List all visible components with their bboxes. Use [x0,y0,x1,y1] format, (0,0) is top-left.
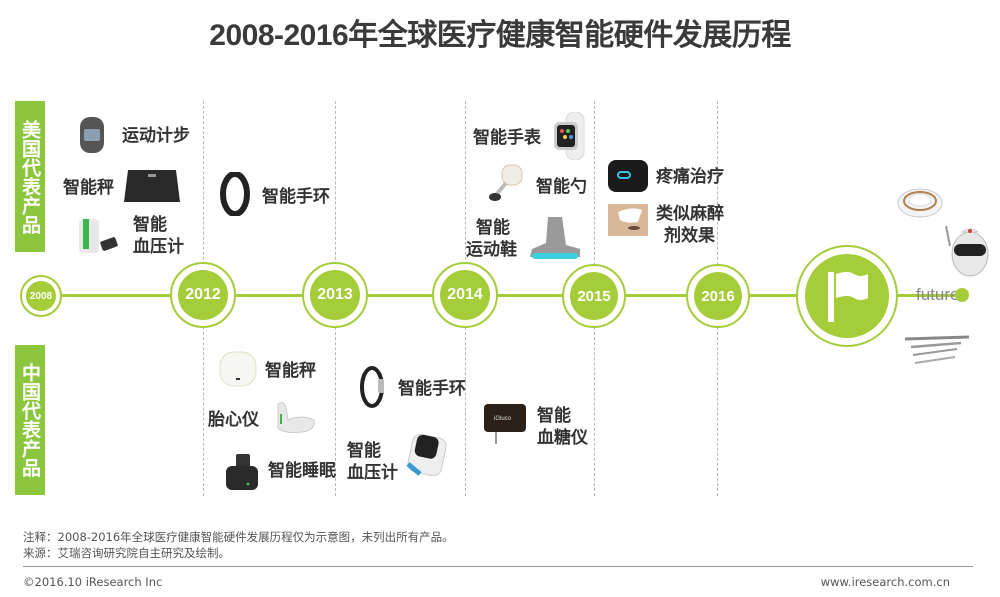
future-label: future [916,285,960,304]
us-2012-band-label: 智能手环 [262,187,330,207]
future-dot [955,288,969,302]
year-2015: 2015 [570,272,618,320]
us-2014-shoe-label-1: 智能 [476,218,510,238]
us-2014-spoon-label: 智能勺 [536,177,587,197]
svg-text:iGluco: iGluco [494,416,512,422]
smart-watch-icon [552,111,590,161]
source-text: 来源：艾瑞咨询研究院自主研究及绘制。 [23,546,230,560]
year-2013: 2013 [310,270,360,320]
smart-spoon-icon [488,163,526,203]
year-2016: 2016 [694,272,742,320]
us-2008-scale-label: 智能秤 [63,178,114,198]
fitness-band-icon [358,365,386,409]
glucose-meter-icon: iGluco [482,402,528,446]
anesthesia-patch-icon [608,204,648,236]
cn-2013-bp-label-1: 智能 [347,441,381,461]
cn-2012-scale-label: 智能秤 [265,361,316,381]
us-2008-pedometer-label: 运动计步 [122,126,190,146]
year-2014: 2014 [440,270,490,320]
year-2008: 2008 [26,281,56,311]
cn-2014-glucose-label-2: 血糖仪 [537,428,588,448]
us-2008-bp-label-2: 血压计 [133,237,184,257]
smart-contact-lens-icon [896,185,944,221]
cn-2013-band-label: 智能手环 [398,379,466,399]
timeline-node-future [796,245,898,347]
future-circle [805,254,889,338]
pedometer-icon [78,115,106,155]
cn-2013-bp-label-2: 血压计 [347,463,398,483]
timeline-node-2014: 2014 [432,262,498,328]
timeline-node-2012: 2012 [170,262,236,328]
china-products-label: 中国代表产品 [15,345,45,495]
website-link[interactable]: www.iresearch.com.cn [820,575,950,589]
timeline-node-2015: 2015 [562,264,626,328]
us-products-label: 美国代表产品 [15,101,45,252]
copyright: ©2016.10 iResearch Inc [23,575,163,589]
timeline-node-2008: 2008 [20,275,62,317]
cn-2012-fetal-label: 胎心仪 [208,410,259,430]
blood-pressure-monitor-icon [404,430,450,480]
timeline-node-2013: 2013 [302,262,368,328]
cn-2012-sleep-label: 智能睡眠 [268,461,336,481]
us-2014-shoe-label-2: 运动鞋 [466,240,517,260]
us-2015-anesthesia-label-2: 剂效果 [664,226,715,246]
smart-scale-icon [122,168,182,204]
us-2014-watch-label: 智能手表 [473,128,541,148]
note-text: 注释：2008-2016年全球医疗健康智能硬件发展历程仅为示意图，未列出所有产品… [23,530,454,544]
us-2008-bp-label-1: 智能 [133,215,167,235]
page-title: 2008-2016年全球医疗健康智能硬件发展历程 [209,19,791,52]
medical-robot-icon [940,222,996,282]
blood-pressure-monitor-icon [75,215,120,257]
sleep-device-icon [224,452,260,492]
surgical-tools-icon [903,335,971,369]
cn-2014-glucose-label-1: 智能 [537,406,571,426]
year-2012: 2012 [178,270,228,320]
fetal-monitor-icon [272,400,318,436]
flag-icon [828,272,868,322]
timeline-node-2016: 2016 [686,264,750,328]
footer-divider [23,566,973,567]
us-2015-pain-label: 疼痛治疗 [656,167,724,187]
us-2015-anesthesia-label-1: 类似麻醉 [656,204,724,224]
fitness-band-icon [220,171,250,217]
pain-therapy-band-icon [606,158,650,194]
smart-sneaker-icon [528,215,582,261]
smart-scale-icon [218,350,258,388]
